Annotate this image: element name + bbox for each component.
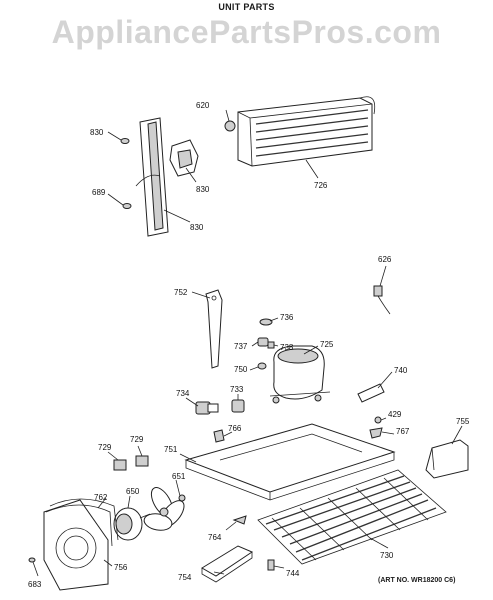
- art-number: (ART NO. WR18200 C6): [378, 577, 456, 584]
- callout-751: 751: [164, 445, 178, 454]
- callout-755: 755: [456, 417, 470, 426]
- callout-729: 729: [130, 435, 144, 444]
- connector-626: [373, 285, 391, 315]
- watermark: AppliancePartsPros.com: [51, 14, 442, 50]
- callout-752: 752: [174, 288, 188, 297]
- clip-767: [369, 427, 383, 439]
- callout-620: 620: [196, 101, 210, 110]
- spacer-738: [267, 341, 275, 349]
- baffle-755: [425, 439, 469, 479]
- compressor-725: [269, 345, 331, 404]
- drain-pan-754: [201, 545, 254, 583]
- screw-830: [120, 138, 130, 144]
- callout-830: 830: [190, 223, 204, 232]
- cover-766: [213, 429, 225, 443]
- washer-750: [257, 362, 267, 370]
- gasket-762: [45, 498, 119, 547]
- callout-683: 683: [28, 580, 42, 589]
- clip-736: [259, 318, 273, 326]
- callout-651: 651: [172, 472, 186, 481]
- fan-blade-651: [143, 487, 186, 531]
- callout-830: 830: [196, 185, 210, 194]
- callout-830: 830: [90, 128, 104, 137]
- mounting-channel-830: [135, 117, 169, 237]
- grommet-729a: [113, 459, 127, 471]
- callout-689: 689: [92, 188, 106, 197]
- diagram-title: UNIT PARTS: [218, 2, 275, 12]
- callout-726: 726: [314, 181, 328, 190]
- callout-729: 729: [98, 443, 112, 452]
- callout-734: 734: [176, 389, 190, 398]
- callout-756: 756: [114, 563, 128, 572]
- fan-motor-650: [113, 507, 151, 541]
- callout-750: 750: [234, 365, 248, 374]
- callout-762: 762: [94, 493, 108, 502]
- bracket-830: [169, 139, 199, 177]
- overload-734: [195, 401, 219, 415]
- callout-764: 764: [208, 533, 222, 542]
- grommet-729b: [135, 455, 149, 467]
- leader-lines: [32, 109, 463, 577]
- grommet-737: [257, 337, 269, 347]
- callout-740: 740: [394, 366, 408, 375]
- grommet-620: [224, 120, 236, 132]
- callout-626: 626: [378, 255, 392, 264]
- callout-429: 429: [388, 410, 402, 419]
- callout-737: 737: [234, 342, 248, 351]
- screw-689: [122, 203, 132, 209]
- callout-766: 766: [228, 424, 242, 433]
- callout-725: 725: [320, 340, 334, 349]
- callout-754: 754: [178, 573, 192, 582]
- callout-744: 744: [286, 569, 300, 578]
- callout-650: 650: [126, 487, 140, 496]
- relay-740: [357, 383, 385, 403]
- callout-730: 730: [380, 551, 394, 560]
- clip-764: [232, 515, 247, 525]
- screw-429: [374, 416, 382, 424]
- bracket-752: [205, 289, 223, 369]
- clip-744: [267, 559, 275, 571]
- callout-738: 738: [280, 343, 294, 352]
- screw-683: [28, 557, 36, 563]
- coil-726: [237, 96, 376, 167]
- relay-733: [231, 399, 245, 413]
- fan-shroud-756: [43, 499, 109, 591]
- callout-733: 733: [230, 385, 244, 394]
- base-tray-751: [184, 423, 396, 501]
- callout-767: 767: [396, 427, 410, 436]
- callout-736: 736: [280, 313, 294, 322]
- condenser-coil-730: [257, 469, 447, 565]
